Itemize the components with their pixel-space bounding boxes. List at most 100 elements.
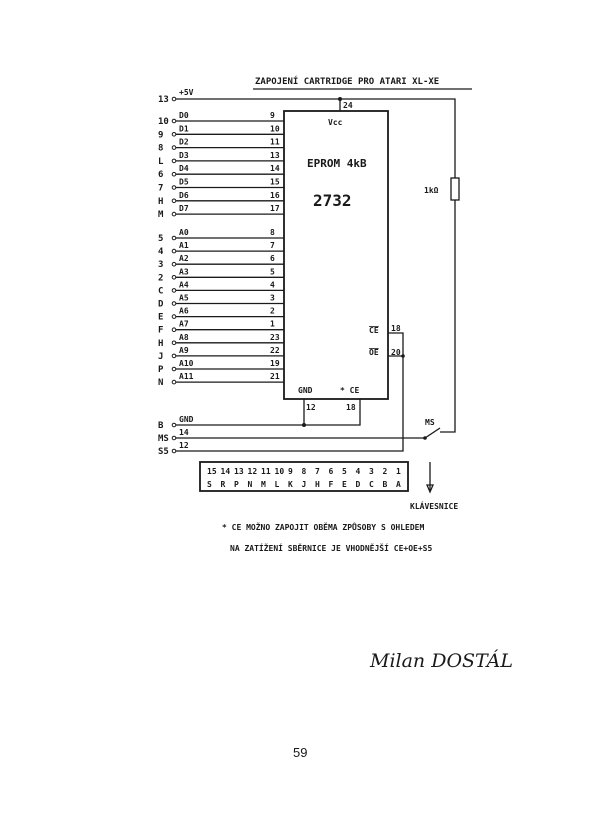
- connector-label: C: [158, 286, 163, 296]
- power-wire: [176, 98, 456, 178]
- pinout-letter: M: [261, 480, 266, 489]
- chip-pin-number: 10: [270, 124, 280, 133]
- chip-pin-number: 6: [270, 254, 275, 263]
- terminal-icon: [171, 185, 177, 190]
- pinout-number: 3: [369, 467, 374, 476]
- signal-label: A1: [179, 241, 189, 250]
- connector-label: D: [158, 300, 164, 310]
- chip-type: 2732: [313, 191, 352, 210]
- chip-pin-number: 23: [270, 333, 280, 342]
- terminal-icon: [171, 235, 177, 241]
- terminal-icon: [171, 198, 177, 204]
- pinout-letter: L: [275, 480, 280, 489]
- signal-label: D4: [179, 164, 189, 173]
- chip-pin-number: 5: [270, 267, 275, 276]
- connector-label: H: [158, 197, 163, 207]
- signal-row: S5 12: [158, 441, 189, 457]
- chip-pin-number: 4: [270, 280, 275, 289]
- terminal-icon: [171, 379, 177, 385]
- chip-pin-number: 8: [270, 228, 275, 237]
- pinout-letter: D: [356, 480, 361, 489]
- connector-label: F: [158, 326, 163, 336]
- pinout-number: 6: [329, 467, 334, 476]
- chip-pin-number: 19: [270, 359, 280, 368]
- pinout-number: 8: [302, 467, 307, 476]
- diagram-title: ZAPOJENÍ CARTRIDGE PRO ATARI XL-XE: [255, 75, 439, 87]
- connector-label: 2: [158, 273, 163, 283]
- signal-label: 12: [179, 441, 189, 450]
- terminal-icon: [171, 301, 177, 306]
- connector-pinout-box: [199, 461, 409, 492]
- terminal-icon: [171, 448, 177, 454]
- ce-oe-link: [388, 332, 404, 357]
- terminal-icon: [171, 158, 177, 164]
- terminal-icon: [171, 353, 177, 359]
- signal-label: D3: [179, 151, 189, 160]
- connector-label: 5: [158, 234, 163, 244]
- terminal-icon: [171, 261, 177, 267]
- s5-wire: [176, 356, 404, 452]
- signal-label: A7: [179, 320, 189, 329]
- chip-vcc-label: Vcc: [328, 118, 343, 127]
- chip-pin-number: 11: [270, 138, 280, 147]
- signal-label: GND: [179, 415, 194, 424]
- pinout-number: 2: [383, 467, 388, 476]
- footnote-line-1: * CE MOŽNO ZAPOJIT OBĚMA ZPŮSOBY S OHLED…: [222, 521, 424, 532]
- chip-pin-number: 9: [270, 111, 275, 120]
- chip-gnd-label: GND: [298, 386, 313, 395]
- chip-pin-number: 3: [270, 294, 275, 303]
- chip-ce-star-label: * CE: [340, 386, 359, 395]
- signal-label: D6: [179, 191, 189, 200]
- terminal-icon: [171, 327, 177, 333]
- signal-label: A2: [179, 254, 189, 263]
- connector-label: S5: [158, 447, 169, 457]
- chip-pin-number: 15: [270, 178, 280, 187]
- pin-ce-bottom: 18: [346, 403, 356, 412]
- pinout-number: 10: [275, 467, 285, 476]
- footnote-line-2: NA ZATÍŽENÍ SBĚRNICE JE VHODNĚJŠÍ CE+OE+…: [230, 542, 432, 553]
- chip-pin-number: 2: [270, 307, 275, 316]
- connector-label: J: [158, 352, 163, 362]
- terminal-icon: [171, 211, 177, 217]
- pin-gnd: 12: [306, 403, 316, 412]
- signal-row: 3 A2 6: [158, 254, 284, 270]
- signal-label: D7: [179, 204, 189, 213]
- switch: [424, 427, 441, 439]
- chip-ce-label: CE: [369, 326, 379, 335]
- connector-label: E: [158, 313, 163, 323]
- pinout-letter: H: [315, 480, 320, 489]
- power-label: +5V: [179, 88, 194, 97]
- pinout-number: 7: [315, 467, 320, 476]
- connector-label: 3: [158, 260, 163, 270]
- chip-pin-number: 7: [270, 241, 275, 250]
- connector-label: 6: [158, 170, 163, 180]
- signature: Milan DOSTÁL: [369, 649, 513, 672]
- signal-label: A10: [179, 359, 194, 368]
- keyboard-label: KLÁVESNICE: [410, 500, 458, 511]
- terminal-icon: [171, 422, 177, 428]
- terminal-icon: [171, 132, 177, 137]
- connector-label: 9: [158, 130, 163, 140]
- connector-label: MS: [158, 434, 169, 444]
- terminal-icon: [171, 275, 177, 280]
- signal-label: A9: [179, 346, 189, 355]
- terminal-icon: [171, 435, 177, 441]
- connector-label: 10: [158, 117, 169, 127]
- chip-pin-number: 13: [270, 151, 280, 160]
- signal-label: A3: [179, 267, 189, 276]
- connector-label: B: [158, 421, 164, 431]
